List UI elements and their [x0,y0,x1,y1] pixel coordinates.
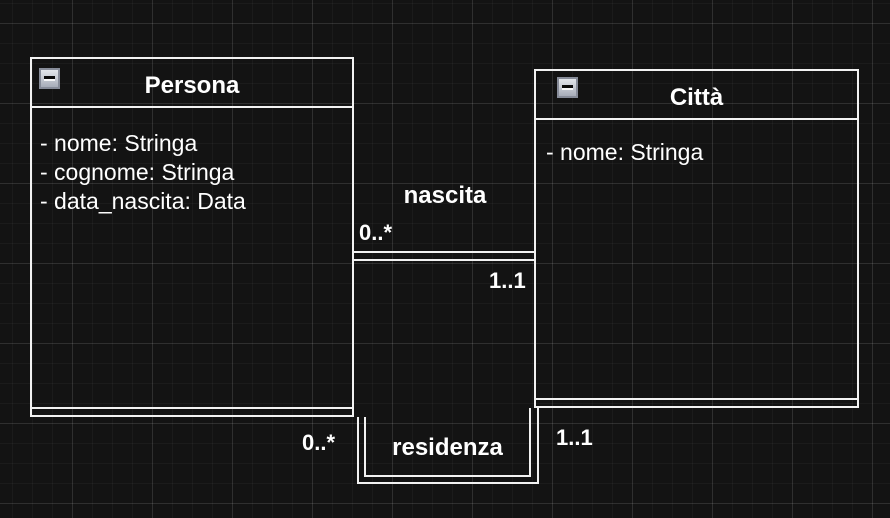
association-label-nascita[interactable]: nascita [403,182,487,209]
attribute-item: - cognome: Stringa [40,159,235,185]
multiplicity-nascita-source[interactable]: 0..* [359,220,393,245]
methods-compartment-separator [32,407,352,409]
class-persona-title-bar: Persona [32,59,352,108]
attribute-item: - data_nascita: Data [40,188,246,214]
methods-compartment-separator [536,398,857,400]
class-persona[interactable]: Persona - nome: Stringa - cognome: Strin… [30,57,354,417]
collapse-button[interactable] [557,77,578,98]
multiplicity-nascita-target[interactable]: 1..1 [489,268,526,293]
multiplicity-residenza-target[interactable]: 1..1 [556,425,593,450]
minus-icon [562,85,573,88]
class-citta-title-bar: Città [536,71,857,120]
collapse-button[interactable] [39,68,60,89]
attribute-item: - nome: Stringa [40,130,198,156]
class-name: Persona [144,71,240,99]
minus-icon [44,76,55,79]
class-name: Città [669,83,724,111]
association-label-residenza[interactable]: residenza [392,434,503,461]
attribute-item: - nome: Stringa [546,139,704,165]
class-citta[interactable]: Città - nome: Stringa [534,69,859,408]
association-nascita-edge[interactable] [354,251,534,261]
multiplicity-residenza-source[interactable]: 0..* [302,430,336,455]
association-residenza-edge[interactable] [357,408,539,484]
